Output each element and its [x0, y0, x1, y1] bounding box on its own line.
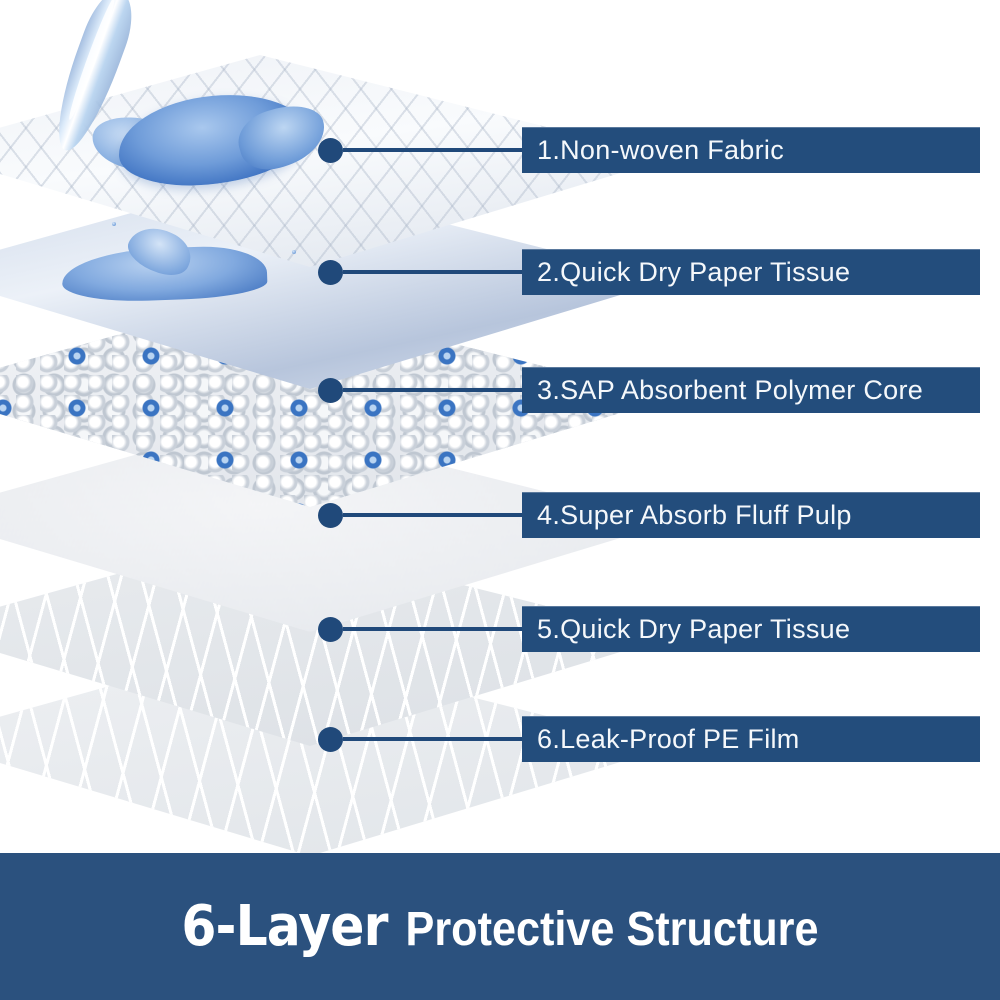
banner: 6-Layer Protective Structure — [0, 853, 1000, 1000]
banner-rest-text: Protective Structure — [405, 903, 819, 956]
callout-leader-line — [343, 627, 522, 631]
callout-leader-line — [343, 737, 522, 741]
callout-leader-line — [343, 513, 522, 517]
water-droplet — [112, 222, 116, 226]
callout-leader-line — [343, 270, 522, 274]
callout-label: 3.SAP Absorbent Polymer Core — [522, 367, 980, 413]
callout-dot — [318, 137, 343, 163]
callout-leader-line — [343, 148, 522, 152]
callout-layer-5: 5.Quick Dry Paper Tissue — [318, 606, 980, 652]
callout-layer-2: 2.Quick Dry Paper Tissue — [318, 249, 980, 295]
callout-label: 5.Quick Dry Paper Tissue — [522, 606, 980, 652]
callout-leader-line — [343, 388, 522, 392]
callout-label: 6.Leak-Proof PE Film — [522, 716, 980, 762]
callout-dot — [318, 259, 343, 285]
callout-layer-1: 1.Non-woven Fabric — [318, 127, 980, 173]
callout-dot — [318, 502, 343, 528]
banner-highlight-text: 6-Layer — [181, 894, 388, 959]
callout-label: 1.Non-woven Fabric — [522, 127, 980, 173]
water-droplet — [292, 250, 296, 254]
callout-label: 4.Super Absorb Fluff Pulp — [522, 492, 980, 538]
callout-dot — [318, 616, 343, 642]
callout-layer-3: 3.SAP Absorbent Polymer Core — [318, 367, 980, 413]
callout-dot — [318, 377, 343, 403]
callout-layer-4: 4.Super Absorb Fluff Pulp — [318, 492, 980, 538]
callout-dot — [318, 726, 343, 752]
callout-label: 2.Quick Dry Paper Tissue — [522, 249, 980, 295]
banner-title: 6-Layer Protective Structure — [181, 894, 818, 959]
callout-layer-6: 6.Leak-Proof PE Film — [318, 716, 980, 762]
